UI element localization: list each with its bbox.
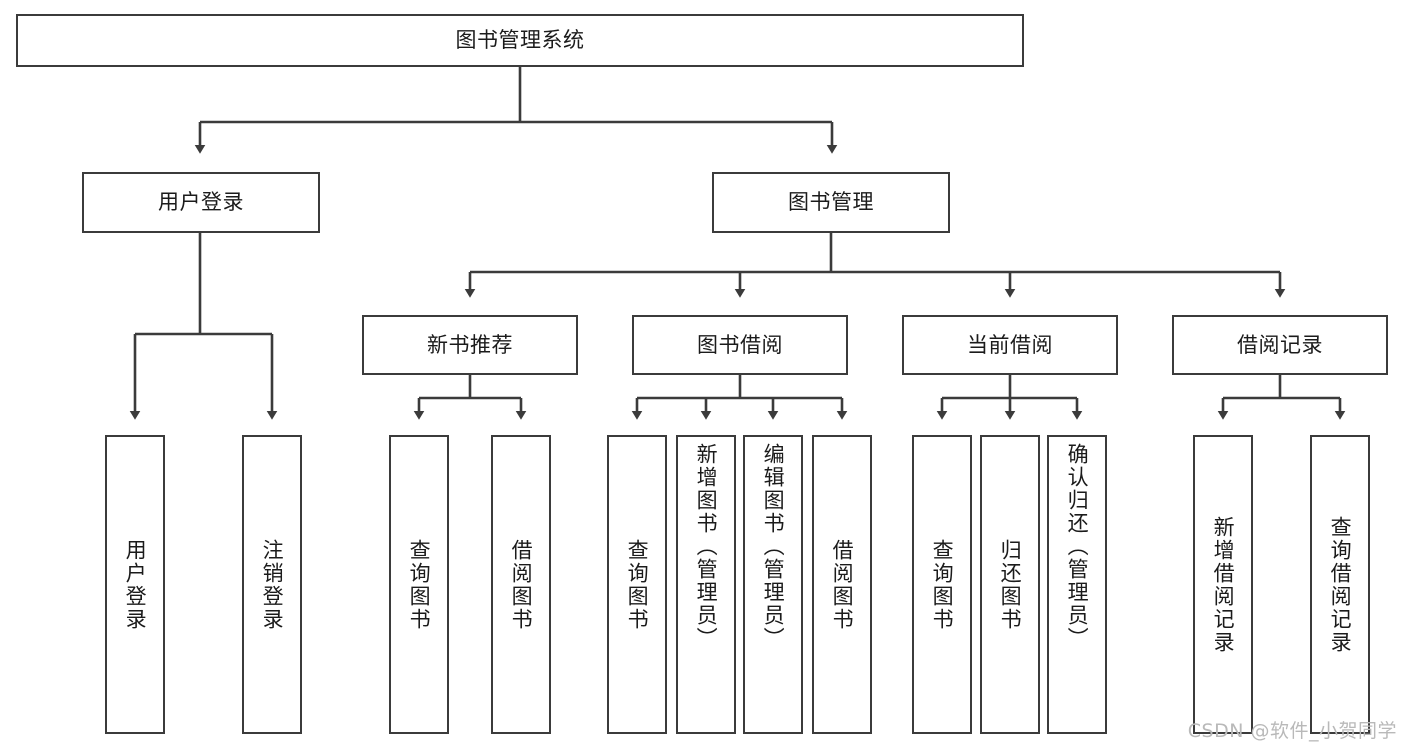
node-label: 新增图书（管理员） [694, 443, 719, 650]
node-label: 用户登录 [158, 190, 244, 215]
node-borrow-record[interactable]: 借阅记录 [1172, 315, 1388, 375]
node-leaf-borrow-book-1[interactable]: 借阅图书 [491, 435, 551, 734]
node-leaf-add-record[interactable]: 新增借阅记录 [1193, 435, 1253, 734]
node-label: 新增借阅记录 [1211, 515, 1236, 654]
node-label: 注销登录 [260, 538, 285, 631]
node-leaf-query-book-2[interactable]: 查询图书 [607, 435, 667, 734]
node-leaf-logout-login[interactable]: 注销登录 [242, 435, 302, 734]
node-leaf-edit-book[interactable]: 编辑图书（管理员） [743, 435, 803, 734]
node-label: 图书管理 [788, 190, 874, 215]
node-label: 查询图书 [407, 538, 432, 631]
node-label: 确认归还（管理员） [1065, 443, 1090, 650]
node-label: 借阅图书 [509, 538, 534, 631]
node-leaf-query-book-3[interactable]: 查询图书 [912, 435, 972, 734]
node-label: 用户登录 [123, 538, 148, 631]
node-new-book-recommend[interactable]: 新书推荐 [362, 315, 578, 375]
node-label: 图书管理系统 [455, 28, 585, 53]
node-leaf-add-book[interactable]: 新增图书（管理员） [676, 435, 736, 734]
node-leaf-confirm-return[interactable]: 确认归还（管理员） [1047, 435, 1107, 734]
node-user-login[interactable]: 用户登录 [82, 172, 320, 233]
node-label: 查询图书 [930, 538, 955, 631]
node-leaf-borrow-book-2[interactable]: 借阅图书 [812, 435, 872, 734]
node-current-borrow[interactable]: 当前借阅 [902, 315, 1118, 375]
node-label: 查询借阅记录 [1328, 515, 1353, 654]
node-leaf-user-login[interactable]: 用户登录 [105, 435, 165, 734]
node-label: 借阅记录 [1237, 332, 1323, 357]
node-leaf-query-record[interactable]: 查询借阅记录 [1310, 435, 1370, 734]
node-leaf-return-book[interactable]: 归还图书 [980, 435, 1040, 734]
node-book-manage[interactable]: 图书管理 [712, 172, 950, 233]
node-leaf-query-book-1[interactable]: 查询图书 [389, 435, 449, 734]
node-label: 当前借阅 [967, 332, 1053, 357]
node-label: 编辑图书（管理员） [761, 443, 786, 650]
node-label: 借阅图书 [830, 538, 855, 631]
node-label: 归还图书 [998, 538, 1023, 631]
node-root[interactable]: 图书管理系统 [16, 14, 1024, 67]
node-book-borrow[interactable]: 图书借阅 [632, 315, 848, 375]
node-label: 查询图书 [625, 538, 650, 631]
node-label: 新书推荐 [427, 332, 513, 357]
node-label: 图书借阅 [697, 332, 783, 357]
